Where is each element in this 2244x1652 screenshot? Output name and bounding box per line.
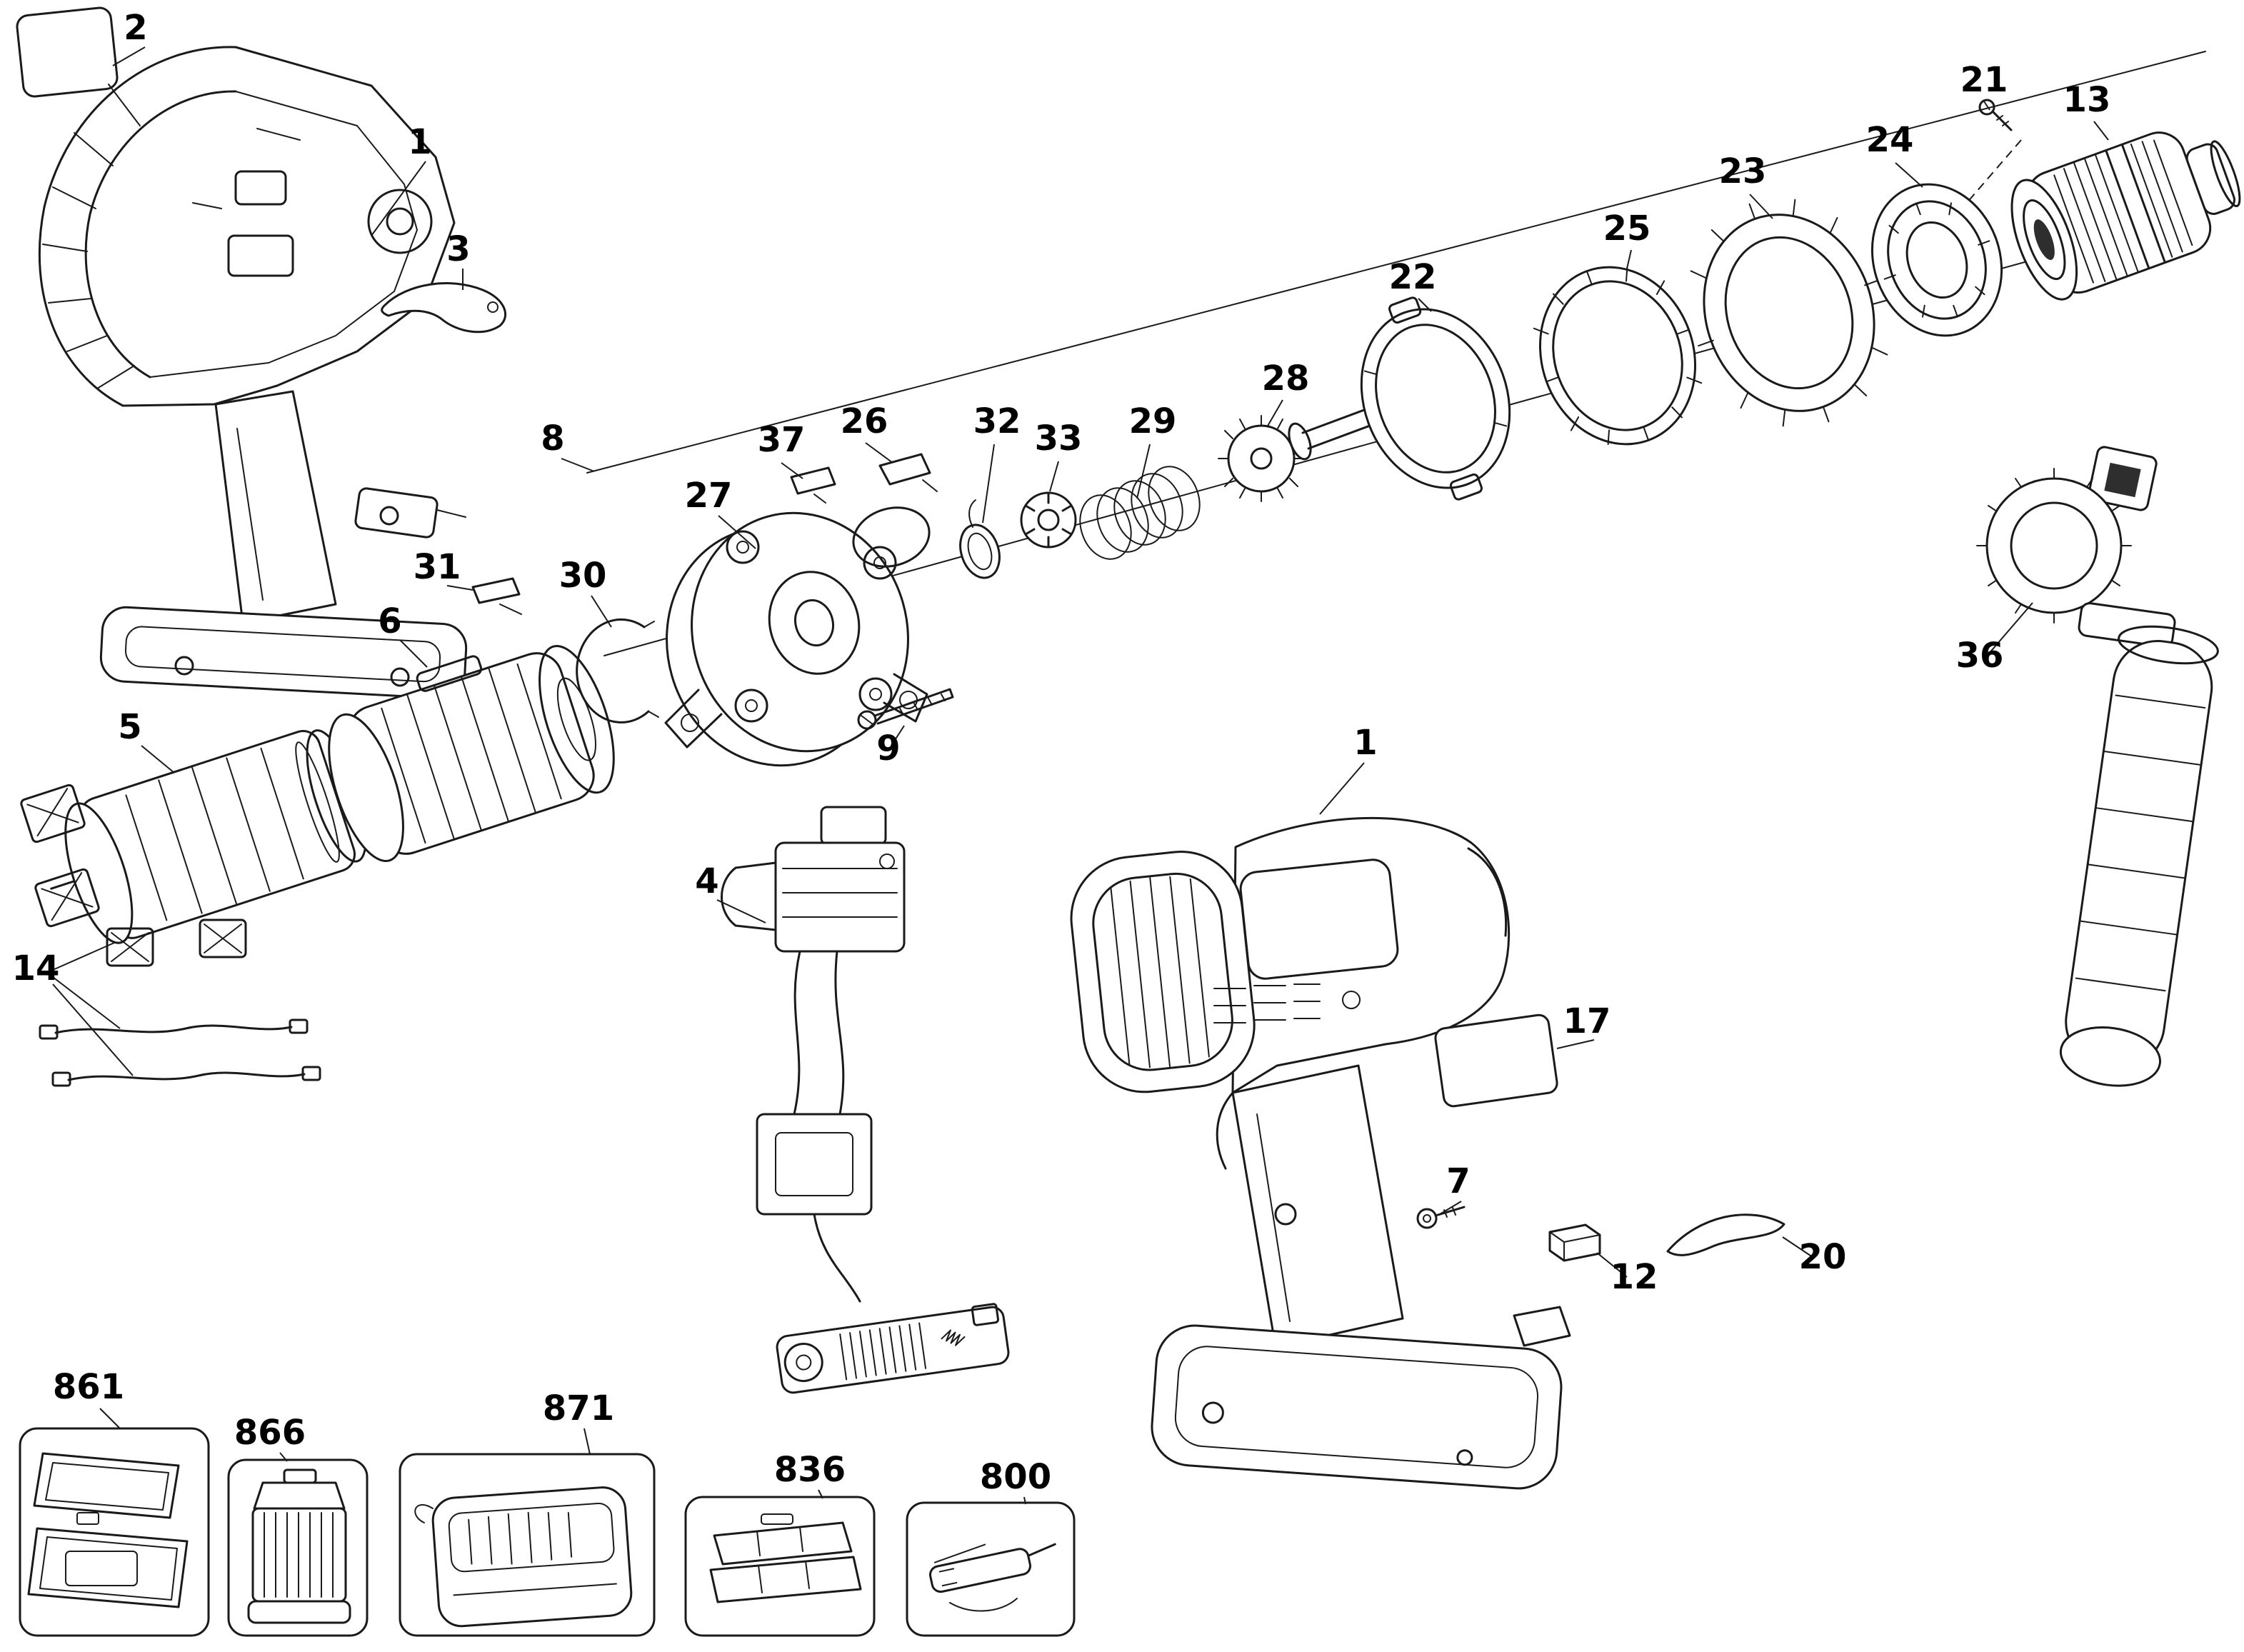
part-24-cam-ring bbox=[1870, 183, 2003, 337]
part-3-lever bbox=[381, 282, 507, 334]
callout-861: 861 bbox=[53, 1367, 124, 1407]
accessory-861-kit-box bbox=[19, 1427, 210, 1637]
accessory-871-charger bbox=[399, 1453, 656, 1637]
part-27-gear-case bbox=[664, 506, 931, 767]
callout-33: 33 bbox=[1035, 419, 1083, 459]
part-28-spindle bbox=[1218, 390, 1421, 502]
part-4-switch-assembly bbox=[721, 806, 1010, 1394]
callout-36: 36 bbox=[1956, 636, 2004, 676]
callout-13: 13 bbox=[2063, 80, 2111, 120]
part-29-spring bbox=[1079, 466, 1201, 560]
callout-32: 32 bbox=[973, 401, 1021, 441]
part-9-screw bbox=[857, 688, 954, 730]
part-37-clip bbox=[790, 466, 836, 504]
callout-1-tool: 1 bbox=[1353, 723, 1377, 763]
callout-20: 20 bbox=[1799, 1237, 1847, 1277]
callout-9: 9 bbox=[876, 729, 900, 769]
callout-22: 22 bbox=[1389, 257, 1437, 297]
part-26-clip bbox=[878, 453, 938, 492]
callout-27: 27 bbox=[685, 476, 733, 516]
callout-1-housing: 1 bbox=[408, 122, 431, 162]
part-1-left-housing bbox=[38, 46, 468, 699]
part-7-screw bbox=[1416, 1206, 1466, 1229]
part-22-ring bbox=[1360, 296, 1511, 501]
callout-26: 26 bbox=[841, 401, 888, 441]
part-33-spider-washer bbox=[1020, 491, 1077, 549]
callout-25: 25 bbox=[1603, 209, 1651, 249]
callout-836: 836 bbox=[774, 1450, 846, 1490]
part-21-screw bbox=[1978, 99, 2013, 131]
part-20-belt-hook bbox=[1666, 1213, 1785, 1256]
part-1-tool-assembly bbox=[1070, 816, 1571, 1490]
callout-3: 3 bbox=[446, 229, 470, 269]
part-31-clip bbox=[471, 577, 522, 615]
accessory-800-applicator bbox=[906, 1501, 1076, 1637]
callout-866: 866 bbox=[234, 1413, 306, 1453]
callout-31: 31 bbox=[414, 547, 461, 587]
accessory-866-battery bbox=[227, 1458, 369, 1637]
callout-29: 29 bbox=[1129, 401, 1177, 441]
guide-line-upper bbox=[586, 51, 2206, 474]
callout-5: 5 bbox=[118, 707, 141, 747]
callout-4: 4 bbox=[695, 861, 718, 901]
callout-2: 2 bbox=[124, 8, 147, 48]
part-25-ring-gear bbox=[1533, 266, 1703, 446]
callout-21: 21 bbox=[1960, 60, 2008, 100]
part-2-nameplate bbox=[16, 6, 119, 98]
part-17-label bbox=[1434, 1013, 1558, 1108]
callout-24: 24 bbox=[1866, 120, 1914, 160]
alignment-dash-line bbox=[1956, 139, 2022, 215]
callout-28: 28 bbox=[1262, 359, 1310, 399]
callout-17: 17 bbox=[1563, 1001, 1611, 1041]
callout-8: 8 bbox=[541, 419, 564, 459]
callout-14: 14 bbox=[12, 948, 60, 988]
callout-871: 871 bbox=[543, 1388, 614, 1428]
callout-30: 30 bbox=[559, 556, 607, 596]
part-13-chuck bbox=[2010, 131, 2241, 301]
callout-7: 7 bbox=[1446, 1161, 1470, 1201]
callout-37: 37 bbox=[758, 420, 806, 460]
part-6-field bbox=[328, 645, 615, 862]
accessory-836-tray bbox=[684, 1496, 876, 1637]
callout-800: 800 bbox=[980, 1457, 1051, 1497]
part-12-clip bbox=[1548, 1223, 1601, 1262]
part-36-side-handle bbox=[1976, 446, 2219, 1087]
callout-6: 6 bbox=[378, 601, 401, 641]
part-30-wire-ring bbox=[576, 618, 659, 724]
part-14-brush-set bbox=[20, 784, 321, 1087]
leader-lines bbox=[52, 46, 2109, 1505]
callout-12: 12 bbox=[1611, 1257, 1658, 1297]
part-23-clutch-collar bbox=[1690, 199, 1888, 427]
callout-23: 23 bbox=[1719, 151, 1767, 191]
part-32-retaining-ring bbox=[959, 499, 1001, 579]
